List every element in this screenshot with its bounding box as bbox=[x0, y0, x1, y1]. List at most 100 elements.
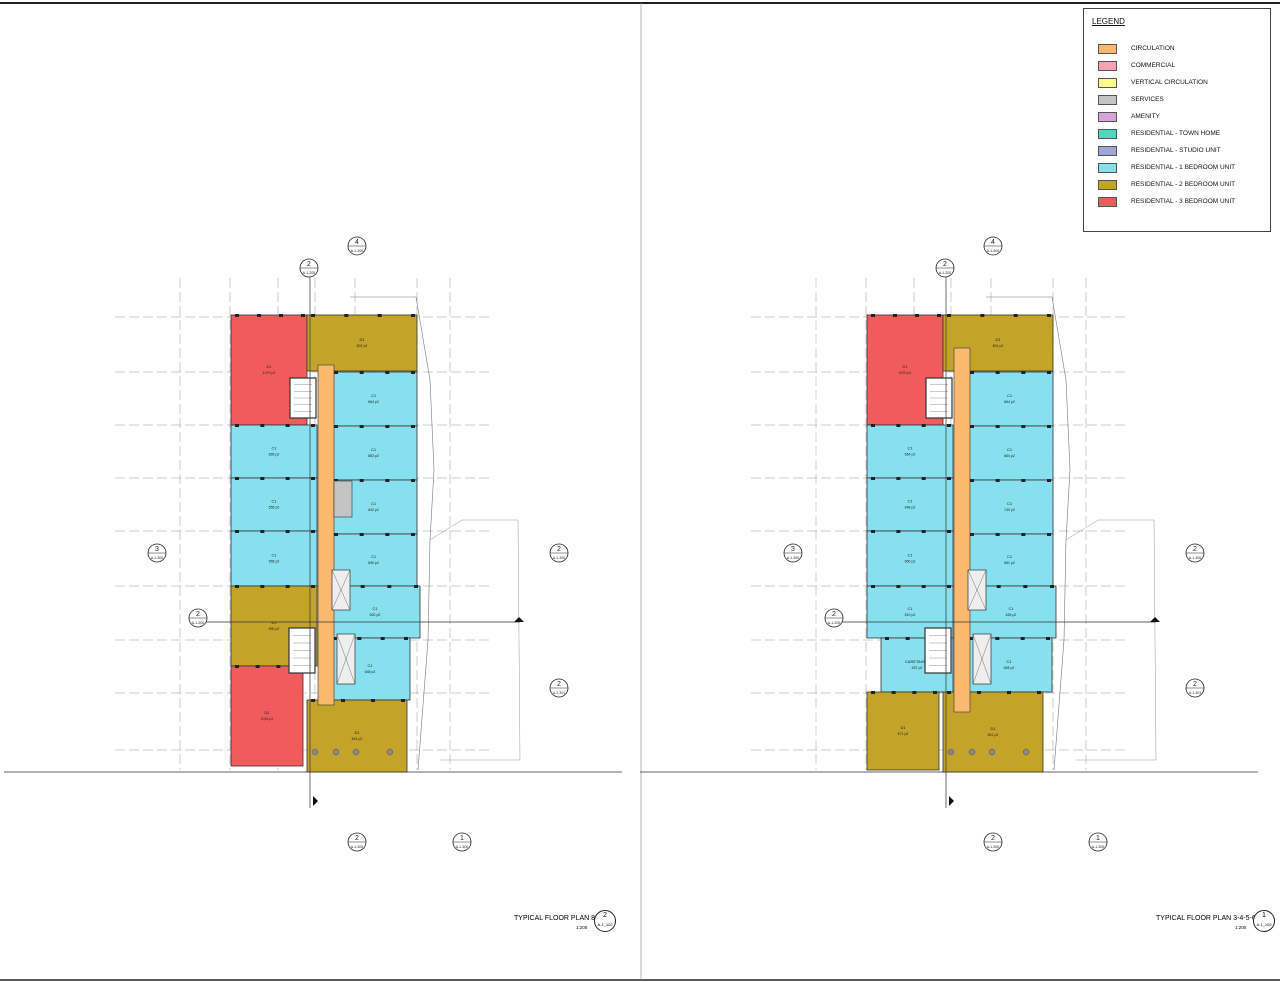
unit-one-bed bbox=[866, 530, 954, 587]
unit-name: C1 bbox=[271, 553, 277, 558]
legend-swatch-one-bedroom bbox=[1098, 162, 1117, 173]
unit-name: D1 bbox=[266, 364, 272, 369]
section-arrow bbox=[1150, 617, 1160, 622]
unit-area: 749 p2 bbox=[1004, 508, 1015, 512]
window-mullion bbox=[885, 637, 889, 640]
unit-name: C1 bbox=[1008, 606, 1014, 611]
elevator-cross bbox=[331, 569, 351, 611]
window-mullion bbox=[311, 424, 315, 427]
window-mullion bbox=[937, 314, 941, 317]
building-outline bbox=[350, 296, 435, 771]
window-mullion bbox=[996, 585, 1001, 588]
legend-item: RESIDENTIAL - 2 BEDROOM UNIT bbox=[1098, 179, 1235, 190]
section-marker-ref: A-1-300 bbox=[351, 249, 364, 253]
section-marker-ref: A-1-300 bbox=[456, 845, 469, 849]
unit-name: D1 bbox=[359, 337, 365, 342]
section-marker-number: 2 bbox=[1193, 681, 1197, 688]
window-mullion bbox=[235, 477, 239, 480]
window-mullion bbox=[970, 371, 974, 374]
unit-area: 1070 p2 bbox=[263, 371, 276, 375]
window-mullion bbox=[385, 533, 390, 536]
legend-swatch-town-home bbox=[1098, 128, 1117, 139]
unit-two-bed bbox=[306, 699, 408, 773]
window-mullion bbox=[334, 479, 338, 482]
unit-one-bed bbox=[329, 425, 418, 481]
unit-area: 650 p2 bbox=[905, 560, 916, 564]
window-mullion bbox=[933, 691, 937, 694]
window-mullion bbox=[404, 637, 408, 640]
unit-area: 642 p2 bbox=[368, 508, 379, 512]
unit-name: C1 bbox=[1006, 659, 1012, 664]
section-marker: 2A-1-300 bbox=[549, 543, 569, 563]
window-mullion bbox=[411, 371, 415, 374]
window-mullion bbox=[970, 533, 974, 536]
window-mullion bbox=[311, 585, 315, 588]
unit-area: 671 p2 bbox=[898, 732, 909, 736]
window-mullion bbox=[995, 637, 1000, 640]
unit-area: 620 p2 bbox=[370, 613, 381, 617]
legend-item: CIRCULATION bbox=[1098, 43, 1175, 54]
window-mullion bbox=[995, 533, 1000, 536]
unit-area: 648 p2 bbox=[365, 670, 376, 674]
unit-area: 610 p2 bbox=[905, 613, 916, 617]
unit-name: D1 bbox=[900, 725, 906, 730]
window-mullion bbox=[411, 425, 415, 428]
unit-name: D1 bbox=[271, 620, 277, 625]
window-mullion bbox=[377, 314, 382, 317]
legend-swatch-commercial bbox=[1098, 60, 1117, 71]
section-marker: 2A-1-200 bbox=[935, 258, 955, 278]
section-marker: 2A-1-301 bbox=[549, 678, 569, 698]
window-mullion bbox=[360, 585, 365, 588]
legend-item: RESIDENTIAL - STUDIO UNIT bbox=[1098, 145, 1221, 156]
section-marker: 2A-1-300 bbox=[1185, 543, 1205, 563]
unit-area: 665 p2 bbox=[269, 453, 280, 457]
section-arrow bbox=[949, 796, 954, 806]
window-mullion bbox=[357, 637, 362, 640]
window-mullion bbox=[947, 585, 951, 588]
unit-name: C1 bbox=[907, 606, 913, 611]
legend-item: RESIDENTIAL - 1 BEDROOM UNIT bbox=[1098, 162, 1235, 173]
window-mullion bbox=[1046, 637, 1050, 640]
legend-swatch-circulation bbox=[1098, 43, 1117, 54]
section-marker: 3A-1-300 bbox=[147, 543, 167, 563]
section-marker-number: 2 bbox=[943, 261, 947, 268]
unit-area: 1070 p2 bbox=[899, 371, 912, 375]
section-marker-ref: A-1-200 bbox=[303, 271, 316, 275]
unit-name: C1 bbox=[371, 501, 377, 506]
unit-one-bed bbox=[965, 371, 1054, 427]
window-mullion bbox=[311, 314, 315, 317]
unit-name: D1 bbox=[902, 364, 908, 369]
window-mullion bbox=[235, 530, 239, 533]
unit-name: C1 bbox=[372, 606, 378, 611]
section-marker-number: 1 bbox=[460, 835, 464, 842]
elevator-cross bbox=[967, 569, 987, 611]
window-mullion bbox=[235, 585, 239, 588]
window-mullion bbox=[285, 530, 290, 533]
unit-area: 664 p2 bbox=[1004, 400, 1015, 404]
window-mullion bbox=[995, 425, 1000, 428]
unit-one-bed bbox=[965, 425, 1054, 481]
unit-name: C1 bbox=[1007, 501, 1013, 506]
window-mullion bbox=[414, 585, 418, 588]
section-marker: 3A-1-300 bbox=[783, 543, 803, 563]
section-marker-ref: A-1-300 bbox=[987, 249, 1000, 253]
section-marker-number: 4 bbox=[355, 239, 359, 246]
section-arrow bbox=[514, 617, 524, 622]
unit-area: 690 p2 bbox=[368, 561, 379, 565]
window-mullion bbox=[260, 477, 265, 480]
legend-swatch-vertical-circulation bbox=[1098, 77, 1117, 88]
window-mullion bbox=[359, 533, 364, 536]
section-marker-number: 2 bbox=[355, 835, 359, 842]
section-marker: 2A-1-301 bbox=[1185, 678, 1205, 698]
section-marker-number: 2 bbox=[991, 835, 995, 842]
window-mullion bbox=[276, 665, 281, 668]
column bbox=[968, 748, 976, 756]
column bbox=[352, 748, 360, 756]
window-mullion bbox=[871, 477, 875, 480]
terrace-outline bbox=[1065, 519, 1157, 761]
unit-area: 664 p2 bbox=[905, 453, 916, 457]
legend-item: RESIDENTIAL - TOWN HOME bbox=[1098, 128, 1220, 139]
unit-name: C1 bbox=[271, 446, 277, 451]
section-marker-number: 2 bbox=[557, 681, 561, 688]
